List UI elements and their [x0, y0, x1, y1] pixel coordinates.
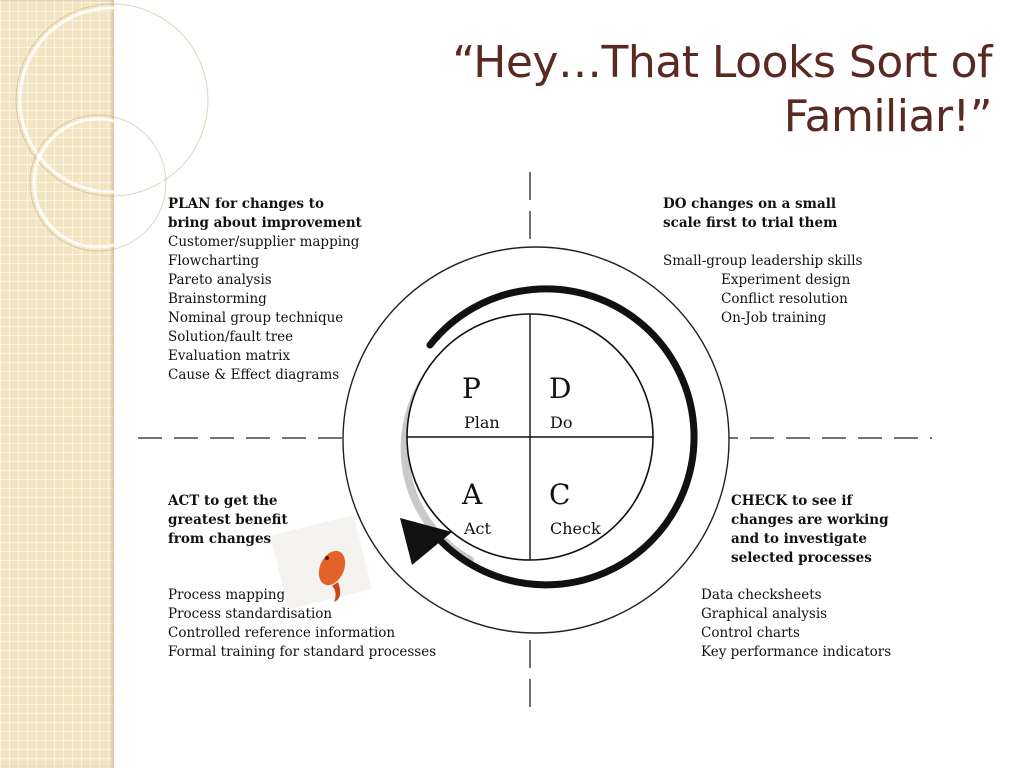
plan-item: Solution/fault tree	[168, 329, 294, 345]
check-item: Key performance indicators	[701, 644, 892, 660]
act-item: Process standardisation	[168, 606, 333, 622]
plan-item: Pareto analysis	[168, 272, 272, 288]
check-item: Data checksheets	[701, 587, 822, 603]
check-heading-line-3: and to investigate	[731, 531, 867, 547]
act-heading-line-3: from changes	[168, 531, 272, 547]
act-description: ACT to get the greatest benefit from cha…	[168, 492, 288, 549]
do-item: Conflict resolution	[721, 291, 848, 307]
plan-description: PLAN for changes to bring about improvem…	[168, 195, 362, 385]
check-heading-line-4: selected processes	[731, 550, 872, 566]
check-letter: C	[549, 478, 571, 511]
goldfish-clipart-icon	[272, 516, 372, 608]
do-letter: D	[549, 372, 572, 405]
check-items: Data checksheets Graphical analysis Cont…	[701, 586, 891, 662]
check-heading-line-2: changes are working	[731, 512, 889, 528]
decorative-side-strip	[0, 0, 114, 768]
do-item: On-Job training	[721, 310, 827, 326]
cycle-arrow	[426, 285, 698, 589]
act-item: Formal training for standard processes	[168, 644, 437, 660]
do-description: DO changes on a small scale first to tri…	[663, 195, 862, 328]
check-heading-line-1: CHECK to see if	[731, 493, 853, 509]
plan-item: Customer/supplier mapping	[168, 234, 360, 250]
plan-heading-line-2: bring about improvement	[168, 215, 362, 231]
do-heading-line-1: DO changes on a small	[663, 196, 836, 212]
plan-item: Nominal group technique	[168, 310, 344, 326]
do-item: Experiment design	[721, 272, 851, 288]
check-description: CHECK to see if changes are working and …	[731, 492, 889, 568]
do-lead-item: Small-group leadership skills	[663, 253, 863, 269]
act-item: Process mapping	[168, 587, 286, 603]
act-heading-line-1: ACT to get the	[168, 493, 278, 509]
act-heading-line-2: greatest benefit	[168, 512, 288, 528]
act-label: Act	[464, 519, 491, 538]
plan-label: Plan	[464, 413, 500, 432]
plan-item: Flowcharting	[168, 253, 260, 269]
check-item: Graphical analysis	[701, 606, 828, 622]
check-item: Control charts	[701, 625, 800, 641]
plan-item: Cause & Effect diagrams	[168, 367, 340, 383]
act-item: Controlled reference information	[168, 625, 396, 641]
title-line-2: Familiar!”	[783, 91, 993, 142]
decorative-rings	[15, 3, 209, 252]
act-items: Process mapping Process standardisation …	[168, 586, 436, 662]
plan-item: Brainstorming	[168, 291, 267, 307]
plan-heading-line-1: PLAN for changes to	[168, 196, 324, 212]
do-heading-line-2: scale first to trial them	[663, 215, 838, 231]
plan-letter: P	[462, 372, 481, 405]
plan-item: Evaluation matrix	[168, 348, 291, 364]
act-letter: A	[462, 478, 483, 511]
slide-title: “Hey…That Looks Sort of Familiar!”	[292, 36, 992, 144]
title-line-1: “Hey…That Looks Sort of	[452, 37, 992, 88]
check-label: Check	[550, 519, 601, 538]
cycle-arrowhead	[400, 518, 452, 565]
do-label: Do	[550, 413, 573, 432]
